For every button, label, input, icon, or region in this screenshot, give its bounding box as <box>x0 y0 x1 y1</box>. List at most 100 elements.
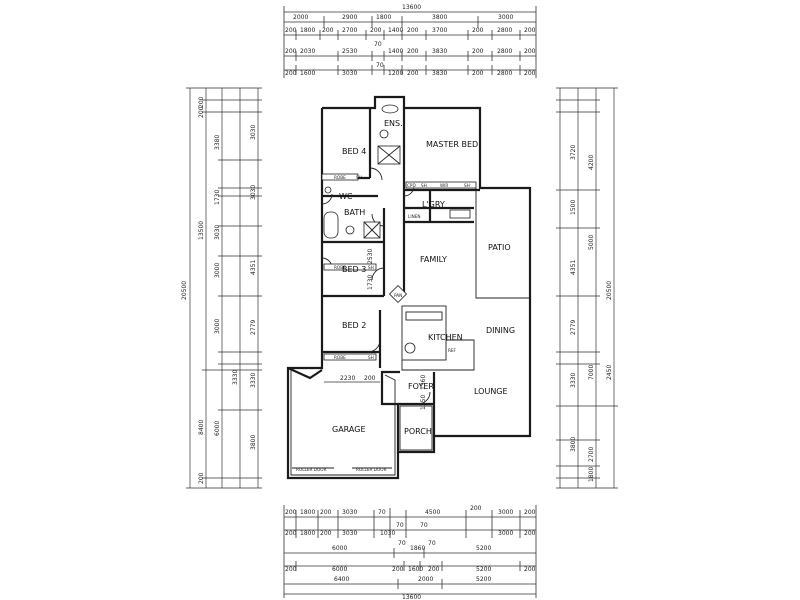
dim-label: 200 <box>472 48 484 55</box>
dim-label: 70 <box>378 509 386 516</box>
dim-label: 4351 <box>250 260 257 275</box>
dim-label: 200 <box>370 27 382 34</box>
room-label-bath: BATH <box>344 208 365 217</box>
dim-label: 5000 <box>588 235 595 250</box>
dim-label: 4200 <box>588 155 595 170</box>
dim-label: 2030 <box>300 48 315 55</box>
dim-label: 5200 <box>476 566 491 573</box>
dim-label: 200 <box>524 27 536 34</box>
dim-label: 3000 <box>498 509 513 516</box>
dim-label: 1400 <box>388 48 403 55</box>
dim-label: 2000 <box>418 576 433 583</box>
interior-dimensions: 2230 200 1360 1350 2530 1730 <box>324 249 427 410</box>
dim-label: 1600 <box>408 566 423 573</box>
right-dimension-strings: 3720 1500 4351 2779 3330 3800 4200 5000 … <box>556 87 618 489</box>
bathtub-icon <box>323 211 339 239</box>
dim-label: 3380 <box>214 135 221 150</box>
dim-label: 3720 <box>570 145 577 160</box>
toilet-icon <box>324 186 332 194</box>
dim-label: 70 <box>398 540 406 547</box>
room-label-bed3: BED 3 <box>342 265 366 274</box>
dim-label: 1600 <box>300 70 315 77</box>
dim-label: 3830 <box>432 48 447 55</box>
dim-label: 6000 <box>332 545 347 552</box>
dim-label: 2000 <box>293 14 308 21</box>
room-label-kitchen: KITCHEN <box>428 333 463 342</box>
dim-label: 200 <box>198 106 205 118</box>
left-dimension-strings: 20500 200 200 13500 8400 200 3380 1730 3… <box>181 87 262 489</box>
fixture-labels: ROBE SH CPD SH WIR SH ROBE SH ROBE SH PA… <box>296 175 470 472</box>
room-label-lounge: LOUNGE <box>474 387 508 396</box>
fixture-label-pan: PAN <box>394 293 402 298</box>
dim-label: 200 <box>524 70 536 77</box>
dim-label: 3800 <box>250 435 257 450</box>
dim-label: 1400 <box>388 27 403 34</box>
dim-label: 200 <box>472 27 484 34</box>
dim-label: 2779 <box>250 320 257 335</box>
fixture-label-robe: ROBE <box>334 355 346 360</box>
dim-label: 70 <box>396 522 404 529</box>
interior-dim-label: 1730 <box>367 275 374 290</box>
dim-label: 1800 <box>376 14 391 21</box>
room-label-wc: WC <box>339 192 353 201</box>
room-label-linen: LINEN <box>408 214 420 219</box>
dim-label: 2800 <box>497 27 512 34</box>
fixture-label-robe: ROBE <box>334 175 346 180</box>
dim-label: 200 <box>198 96 205 108</box>
dim-label: 1500 <box>570 200 577 215</box>
top-total-dim: 13600 <box>402 4 421 11</box>
fixtures <box>321 104 477 361</box>
dim-label: 3030 <box>342 530 357 537</box>
robe-icon <box>323 353 377 361</box>
dim-label: 3700 <box>432 27 447 34</box>
dim-label: 200 <box>472 70 484 77</box>
dim-label: 200 <box>285 509 297 516</box>
dim-label: 200 <box>524 566 536 573</box>
dim-label: 200 <box>470 505 482 512</box>
dim-label: 2450 <box>606 365 613 380</box>
dim-label: 3030 <box>250 185 257 200</box>
robe-icon <box>321 173 359 181</box>
toilet-icon <box>379 129 389 139</box>
dim-label: 1730 <box>214 190 221 205</box>
basin-icon <box>345 225 355 235</box>
dim-label: 2779 <box>570 320 577 335</box>
left-total-dim: 20500 <box>181 281 188 300</box>
dim-label: 1200 <box>388 70 403 77</box>
dim-label: 200 <box>285 48 297 55</box>
dim-label: 2800 <box>497 70 512 77</box>
dim-label: 200 <box>285 566 297 573</box>
fixture-label-robe: ROBE <box>334 265 346 270</box>
dim-label: 1800 <box>588 467 595 482</box>
fixture-label-sh: SH <box>421 183 427 188</box>
dim-label: 200 <box>524 48 536 55</box>
dim-label: 200 <box>524 530 536 537</box>
interior-dim-label: 2230 <box>340 375 355 382</box>
bottom-total-dim: 13600 <box>402 594 421 600</box>
dim-label: 3830 <box>432 70 447 77</box>
dim-label: 3800 <box>432 14 447 21</box>
fixture-label-wir: WIR <box>440 183 448 188</box>
dim-label: 1030 <box>380 530 395 537</box>
dim-label: 2530 <box>342 48 357 55</box>
dim-label: 200 <box>285 70 297 77</box>
dim-label: 200 <box>524 509 536 516</box>
room-label-garage: GARAGE <box>332 425 366 434</box>
dim-label: 200 <box>322 27 334 34</box>
fixture-label-sh: SH <box>368 265 374 270</box>
dim-label: 200 <box>320 509 332 516</box>
room-label-bed2: BED 2 <box>342 321 366 330</box>
dim-label: 3030 <box>342 70 357 77</box>
dim-label: 70 <box>420 522 428 529</box>
dim-label: 70 <box>376 62 384 69</box>
dim-label: 3030 <box>342 509 357 516</box>
dim-label: 200 <box>407 70 419 77</box>
room-label-lgry: L'GRY <box>422 200 445 209</box>
robe-icon <box>323 263 377 271</box>
bottom-dimension-strings: 200 1800 200 3030 70 4500 200 3000 200 2… <box>283 505 537 600</box>
dim-label: 2700 <box>342 27 357 34</box>
dim-label: 200 <box>285 27 297 34</box>
dim-label: 200 <box>392 566 404 573</box>
fixture-label-roller-door: ROLLER DOOR <box>356 467 387 472</box>
